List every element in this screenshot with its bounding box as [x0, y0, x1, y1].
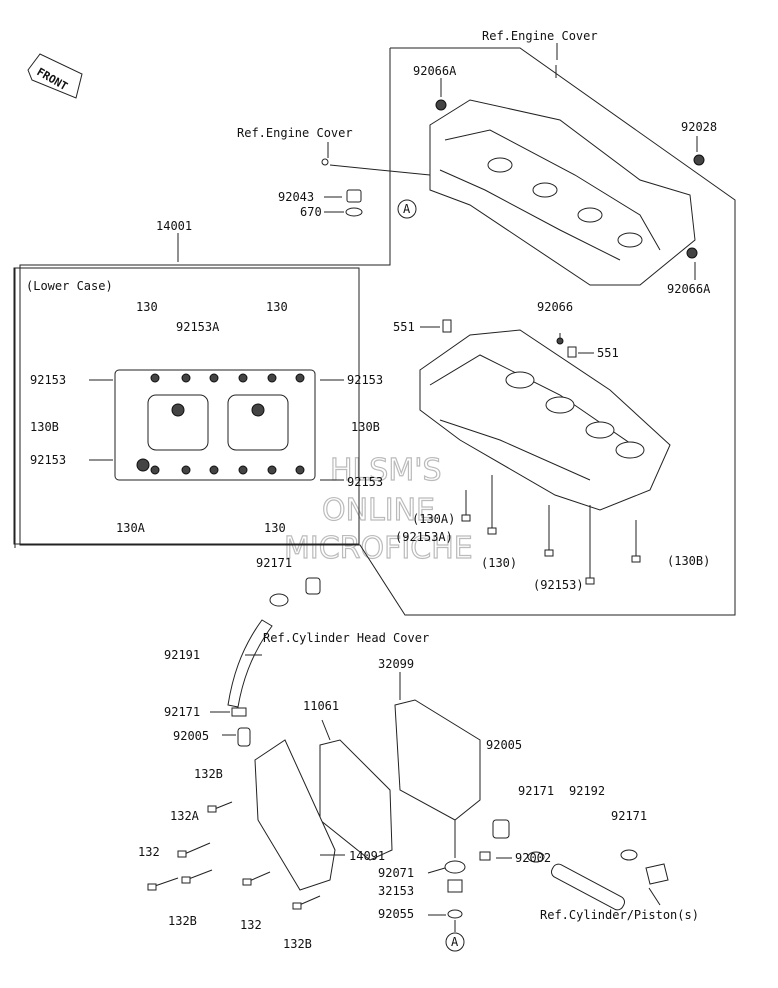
- dowel-551-right: [567, 346, 577, 358]
- front-badge: FRONT: [27, 53, 83, 99]
- parts-92043-670: [321, 65, 557, 217]
- breather-hose-group: [227, 577, 321, 747]
- label-92066: 92066: [537, 300, 573, 314]
- label-92005-right: 92005: [486, 738, 522, 752]
- plug-92028: [693, 154, 705, 166]
- watermark: HLSM'S ONLINE MICROFICHE: [283, 452, 473, 566]
- label-132b-bottom: 132B: [168, 914, 197, 928]
- marker-a-top-label: A: [403, 202, 411, 216]
- label-92153a-top: 92153A: [176, 320, 220, 334]
- label-92153-left-1: 92153: [30, 373, 66, 387]
- label-92171-right-1: 92171: [518, 784, 554, 798]
- fitting-32153: [447, 879, 463, 893]
- label-92153-right-1: 92153: [347, 373, 383, 387]
- fitting-92005-right: [492, 819, 510, 839]
- hose-92192: [551, 863, 625, 911]
- label-130-top-left: 130: [136, 300, 158, 314]
- label-132-bottom: 132: [240, 918, 262, 932]
- bolt-92066a-top: [435, 99, 447, 111]
- lower-crankcase: [419, 319, 671, 585]
- label-92153-left-2: 92153: [30, 453, 66, 467]
- label-11061: 11061: [303, 699, 339, 713]
- upper-case-body: [429, 99, 696, 286]
- label-132-left: 132: [138, 845, 160, 859]
- label-92153-right-2: 92153: [347, 475, 383, 489]
- label-130b-paren: (130B): [667, 554, 710, 568]
- label-92055: 92055: [378, 907, 414, 921]
- label-ref-engine-cover-mid: Ref.Engine Cover: [237, 126, 353, 140]
- label-ref-cylinder-piston: Ref.Cylinder/Piston(s): [540, 908, 699, 922]
- label-92191: 92191: [164, 648, 200, 662]
- front-arrow-icon: [27, 53, 83, 99]
- label-551-left: 551: [393, 320, 415, 334]
- label-32153: 32153: [378, 884, 414, 898]
- label-92066a-top: 92066A: [413, 64, 457, 78]
- label-92171-mid: 92171: [164, 705, 200, 719]
- dowel-551-left: [442, 319, 452, 333]
- label-130a-paren: (130A): [412, 512, 455, 526]
- marker-a-bottom-label: A: [451, 935, 459, 949]
- label-130a-bottom: 130A: [116, 521, 146, 535]
- label-14091: 14091: [349, 849, 385, 863]
- label-92002: 92002: [515, 851, 551, 865]
- label-92153a-paren: (92153A): [395, 530, 453, 544]
- marker-a-bottom: A: [445, 932, 465, 952]
- watermark-line-2: ONLINE: [322, 493, 435, 528]
- label-130-paren: (130): [481, 556, 517, 570]
- clamp-92171-mid: [231, 707, 247, 717]
- label-32099: 32099: [378, 657, 414, 671]
- part-labels: Ref.Engine Cover 92066A 92028 Ref.Engine…: [30, 29, 717, 951]
- clamp-92171-top: [269, 593, 289, 607]
- lower-case-plan: [114, 369, 316, 481]
- o-ring-670: [345, 207, 363, 217]
- label-92171-top: 92171: [256, 556, 292, 570]
- clamp-92171-right1: [527, 851, 545, 863]
- fitting-92005-left: [237, 727, 251, 747]
- washer-92071: [444, 860, 466, 874]
- label-ref-engine-cover-top: Ref.Engine Cover: [482, 29, 598, 43]
- label-130b-right: 130B: [351, 420, 380, 434]
- label-14001: 14001: [156, 219, 192, 233]
- plate-14091: [254, 739, 336, 891]
- leader-lines: [89, 43, 698, 932]
- lower-case-body: [419, 329, 671, 511]
- label-130-top-right: 130: [266, 300, 288, 314]
- label-ref-cylinder-head-cover: Ref.Cylinder Head Cover: [263, 631, 429, 645]
- upper-crankcase: [429, 99, 705, 286]
- label-92066a-right: 92066A: [667, 282, 711, 296]
- clamp-92171-right2: [620, 849, 638, 861]
- o-ring-92055: [447, 909, 463, 919]
- separator-assembly: [147, 699, 669, 919]
- section-header: (Lower Case): [26, 279, 113, 293]
- fitting-cylinder: [645, 863, 669, 885]
- frame-lines: [13, 47, 736, 616]
- label-92192: 92192: [569, 784, 605, 798]
- label-92171-right-2: 92171: [611, 809, 647, 823]
- label-92028: 92028: [681, 120, 717, 134]
- label-551-right: 551: [597, 346, 619, 360]
- label-132a: 132A: [170, 809, 200, 823]
- watermark-line-3: MICROFICHE: [284, 531, 473, 566]
- watermark-line-1: HLSM'S: [330, 453, 442, 488]
- label-92043: 92043: [278, 190, 314, 204]
- label-92153-paren: (92153): [533, 578, 584, 592]
- label-132b-top: 132B: [194, 767, 223, 781]
- label-130-bottom: 130: [264, 521, 286, 535]
- lower-case-top-view: [114, 369, 316, 481]
- cover-32099: [394, 699, 481, 821]
- label-130b-left: 130B: [30, 420, 59, 434]
- label-670: 670: [300, 205, 322, 219]
- hose-92191: [227, 619, 273, 708]
- label-92071: 92071: [378, 866, 414, 880]
- label-132b-bottom-2: 132B: [283, 937, 312, 951]
- label-92005-left: 92005: [173, 729, 209, 743]
- bolt-92002: [479, 851, 491, 861]
- dowel-92043: [346, 189, 362, 203]
- bolt-92066a-right: [686, 247, 698, 259]
- bolt-92066: [556, 337, 564, 345]
- marker-a-top: A: [397, 199, 417, 219]
